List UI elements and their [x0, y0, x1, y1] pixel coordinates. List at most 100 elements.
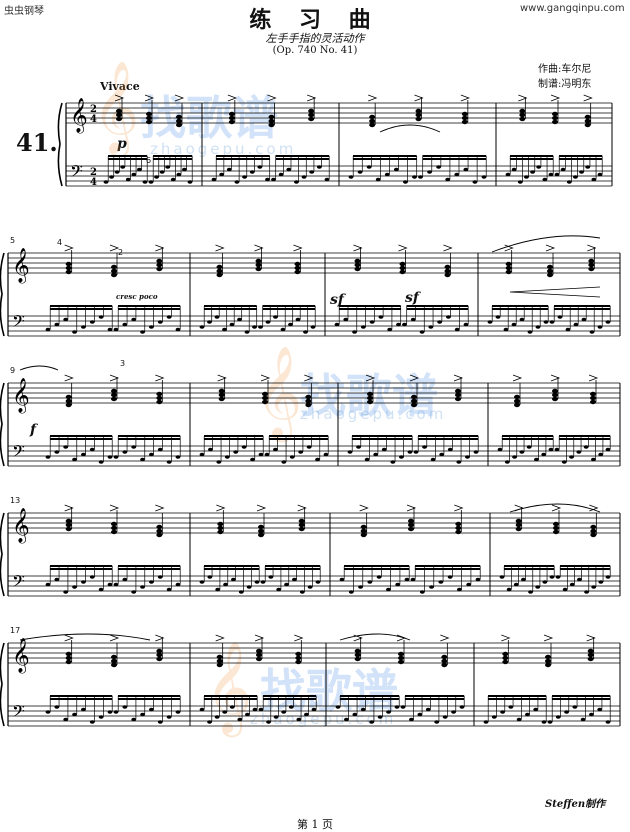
note-head: [554, 447, 560, 452]
accent-mark: [109, 634, 120, 642]
note-head: [258, 452, 264, 457]
brace-icon: [0, 382, 5, 467]
note-head: [268, 122, 275, 128]
note-head: [381, 447, 387, 452]
note-head: [109, 175, 114, 179]
note-head: [156, 656, 163, 662]
note-head: [505, 172, 511, 177]
accent-mark: [297, 504, 307, 512]
note-head: [214, 715, 220, 719]
accent-mark: [155, 504, 165, 512]
note-head: [54, 577, 60, 582]
note-head: [292, 577, 297, 582]
note-head: [455, 396, 461, 402]
note-head: [399, 265, 406, 271]
note-head: [241, 445, 247, 449]
note-head: [506, 587, 512, 592]
note-head: [154, 175, 159, 179]
accent-mark: [215, 244, 225, 252]
note-head: [208, 447, 213, 452]
note-head: [499, 575, 505, 579]
note-head: [149, 580, 154, 584]
note-head: [310, 325, 316, 329]
measure-number-17: 17: [10, 626, 21, 635]
note-head: [367, 580, 373, 584]
note-head: [487, 320, 493, 324]
note-head: [367, 399, 373, 405]
note-head: [260, 580, 266, 584]
accent-mark: [586, 634, 596, 642]
note-head: [165, 165, 171, 169]
note-head: [98, 715, 104, 719]
note-head: [444, 268, 451, 274]
note-head: [107, 710, 113, 714]
accent-mark: [254, 244, 264, 252]
note-head: [315, 580, 321, 584]
note-head: [597, 325, 603, 329]
note-head: [281, 460, 287, 464]
note-head: [521, 577, 526, 582]
note-head: [122, 322, 128, 327]
note-head: [399, 455, 404, 459]
note-head: [481, 175, 487, 179]
note-head: [541, 720, 547, 724]
note-head: [271, 177, 276, 182]
note-head: [519, 112, 526, 118]
note-head: [295, 317, 301, 322]
note-head: [403, 180, 408, 184]
note-head: [288, 705, 294, 709]
note-head: [324, 177, 330, 182]
note-head: [131, 445, 137, 449]
note-head: [229, 705, 235, 709]
note-head: [217, 521, 224, 527]
note-head: [519, 317, 525, 322]
watermark-url: zhaogepu.com: [150, 140, 297, 158]
note-head: [473, 450, 479, 454]
note-head: [357, 170, 363, 174]
note-head: [175, 582, 181, 587]
note-head: [89, 575, 95, 579]
note-head: [428, 325, 434, 329]
accent-mark: [518, 94, 528, 102]
note-head: [552, 119, 558, 125]
accent-mark: [583, 94, 593, 102]
note-head: [229, 322, 235, 327]
note-head: [231, 577, 236, 582]
note-head: [348, 590, 354, 594]
note-head: [111, 529, 117, 535]
note-head: [564, 710, 569, 714]
note-head: [157, 720, 163, 724]
note-head: [294, 261, 301, 267]
note-head: [441, 662, 448, 668]
note-head: [199, 707, 205, 712]
accent-mark: [409, 374, 420, 382]
note-head: [215, 587, 221, 592]
note-head: [246, 585, 252, 589]
note-head: [552, 396, 558, 402]
note-head: [519, 450, 525, 454]
note-head: [394, 705, 400, 709]
note-head: [584, 118, 591, 124]
note-head: [303, 330, 308, 334]
note-head: [170, 177, 176, 182]
accent-mark: [155, 374, 165, 382]
note-head: [140, 585, 145, 589]
note-head: [156, 399, 163, 405]
note-head: [517, 180, 523, 184]
note-head: [176, 118, 182, 124]
page-title: 练 习 曲: [249, 7, 381, 33]
note-head: [280, 327, 286, 332]
note-head: [455, 388, 461, 394]
note-head: [455, 529, 462, 535]
note-head: [156, 648, 163, 654]
note-head: [569, 455, 574, 459]
note-head: [425, 707, 431, 712]
note-head: [286, 167, 292, 172]
note-head: [258, 325, 263, 329]
note-head: [238, 590, 244, 594]
note-head: [245, 712, 250, 717]
note-head: [114, 170, 120, 174]
note-head: [187, 180, 193, 184]
accent-mark: [588, 374, 599, 382]
note-head: [354, 258, 361, 264]
